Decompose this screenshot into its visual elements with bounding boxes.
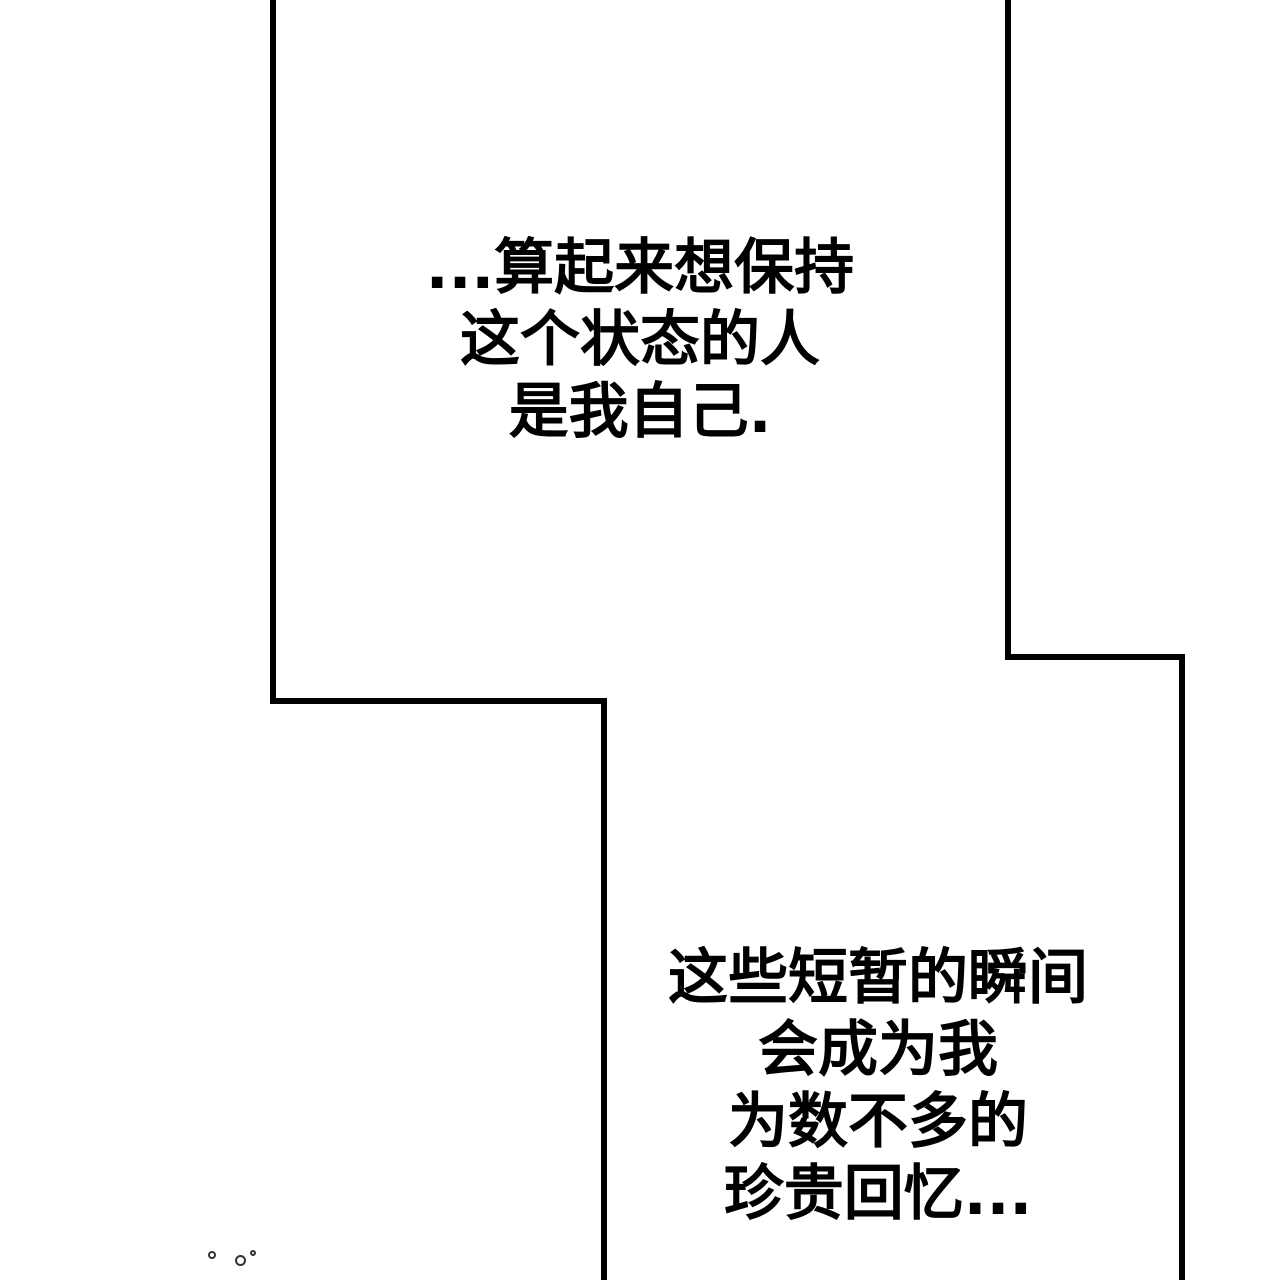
caption-line: 为数不多的	[728, 1087, 1028, 1157]
caption-line: 这些短暂的瞬间	[668, 943, 1088, 1013]
narration-caption-bottom: 这些短暂的瞬间 会成为我 为数不多的 珍贵回忆...	[578, 942, 1178, 1230]
narration-caption-top: ...算起来想保持 这个状态的人 是我自己.	[340, 232, 940, 448]
caption-line: 这个状态的人	[460, 305, 820, 375]
panel-border-top	[270, 0, 1185, 1280]
caption-line: ...算起来想保持	[425, 233, 855, 303]
caption-line: 会成为我	[758, 1015, 998, 1085]
caption-line: 是我自己.	[508, 377, 772, 447]
caption-line: 珍贵回忆...	[723, 1159, 1033, 1229]
sparkle-dot-icon	[208, 1251, 216, 1259]
sparkle-dot-icon	[250, 1250, 256, 1256]
sparkle-dot-icon	[235, 1255, 246, 1266]
